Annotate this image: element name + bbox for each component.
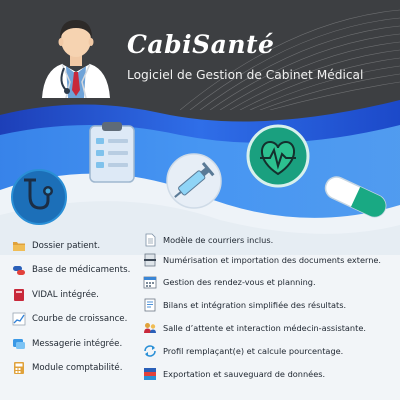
list-item: Salle d’attente et interaction médecin-a… bbox=[143, 321, 366, 335]
report-icon bbox=[144, 298, 156, 312]
list-item: Bilans et intégration simplifiée des rés… bbox=[143, 298, 346, 312]
waiting-room-icon bbox=[144, 323, 156, 333]
clipboard-icon bbox=[89, 122, 135, 183]
list-item: Module comptabilité. bbox=[12, 361, 122, 375]
calendar-icon bbox=[143, 276, 157, 289]
calculator-icon bbox=[14, 362, 24, 374]
app-subtitle: Logiciel de Gestion de Cabinet Médical bbox=[127, 68, 364, 82]
document-icon bbox=[145, 233, 156, 247]
list-item: Modèle de courriers inclus. bbox=[143, 233, 273, 247]
list-item: Courbe de croissance. bbox=[12, 312, 127, 326]
pills-icon bbox=[13, 266, 25, 275]
doctor-avatar-icon bbox=[42, 20, 110, 98]
book-icon bbox=[14, 289, 24, 301]
list-item: Numérisation et importation des document… bbox=[143, 253, 381, 267]
list-item: Exportation et sauveguard de données. bbox=[143, 367, 325, 381]
heart-monitor-icon bbox=[246, 124, 310, 188]
list-item: Profil remplaçant(e) et calcule pourcent… bbox=[143, 344, 343, 358]
list-item: Gestion des rendez-vous et planning. bbox=[143, 275, 316, 289]
list-item: Base de médicaments. bbox=[12, 263, 130, 277]
stethoscope-icon bbox=[11, 169, 67, 225]
export-icon bbox=[144, 368, 156, 380]
folder-icon bbox=[13, 242, 25, 251]
scanner-icon bbox=[144, 253, 156, 267]
decorative-lines bbox=[180, 9, 400, 110]
list-item: VIDAL intégrée. bbox=[12, 288, 99, 302]
list-item: Messagerie intégrée. bbox=[12, 337, 122, 351]
app-title: CabiSanté bbox=[127, 30, 275, 59]
syringe-icon bbox=[166, 153, 222, 209]
list-item: Dossier patient. bbox=[12, 239, 100, 253]
pill-capsule-icon bbox=[324, 176, 387, 218]
chart-icon bbox=[12, 312, 26, 326]
sync-icon bbox=[144, 345, 156, 357]
message-icon bbox=[13, 339, 25, 349]
